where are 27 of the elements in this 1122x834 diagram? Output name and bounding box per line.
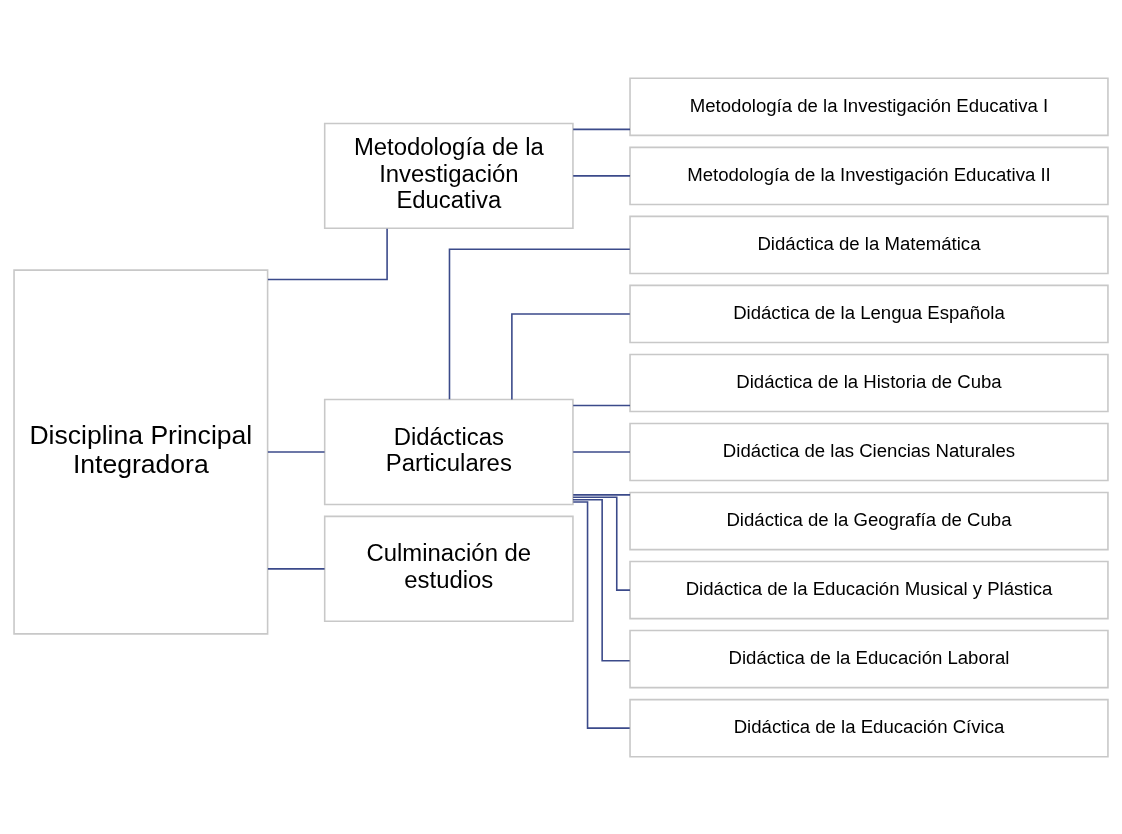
node-box: Didáctica de la Geografía de Cuba [629, 491, 1109, 550]
node-box: Didáctica de la Matemática [629, 215, 1109, 274]
node-box: Metodología de la Investigación Educativa I [629, 77, 1109, 136]
connector [572, 450, 631, 453]
node-box: Didáctica de las Ciencias Naturales [629, 422, 1109, 481]
connector [572, 174, 631, 177]
node-box: Didáctica de la Lengua Española [629, 284, 1109, 343]
node-box: Metodología de la Investigación Educativa II [629, 146, 1109, 205]
connector [572, 498, 631, 662]
node-box: Didácticas Particulares [323, 398, 574, 505]
connector [572, 128, 631, 130]
connector [448, 247, 631, 400]
connector [572, 496, 631, 591]
connector [267, 450, 326, 453]
connector [572, 404, 631, 406]
node-box: Didáctica de la Educación Cívica [629, 698, 1109, 757]
node-box: Didáctica de la Educación Laboral [629, 629, 1109, 688]
connector [267, 227, 388, 280]
node-box: Culminación de estudios [323, 515, 574, 622]
connector [572, 500, 631, 729]
connector [511, 312, 631, 400]
connector [267, 567, 326, 570]
node-box: Didáctica de la Historia de Cuba [629, 353, 1109, 412]
node-box: Disciplina Principal Integradora [13, 268, 269, 635]
connector [572, 493, 631, 496]
node-box: Metodología de la Investigación Educativa [323, 122, 574, 229]
node-box: Didáctica de la Educación Musical y Plástica [629, 560, 1109, 619]
